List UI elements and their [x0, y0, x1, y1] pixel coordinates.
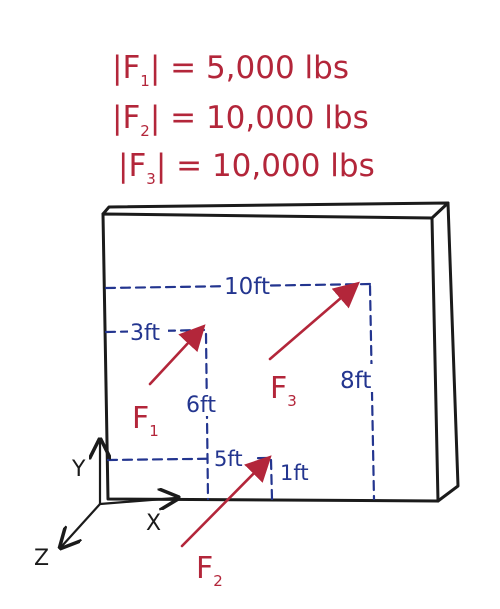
force-label-f2: F2: [196, 551, 223, 590]
block-side-edge: [436, 201, 460, 503]
axis-labels: Y X Z: [34, 457, 161, 571]
force-vectors: [148, 281, 360, 548]
force-labels: F1 F2 F3: [132, 371, 297, 590]
label-10ft: 10ft: [224, 274, 270, 300]
dimension-labels: 10ft 3ft 6ft 8ft 5ft 1ft: [128, 272, 386, 485]
magnitude-f1: |F1| = 5,000 lbs: [112, 50, 349, 90]
label-1ft: 1ft: [280, 461, 309, 485]
force-arrow-f3: [268, 281, 360, 361]
label-3ft: 3ft: [130, 321, 160, 346]
force-arrow-f2: [180, 455, 272, 548]
axis-label-z: Z: [34, 546, 49, 571]
axis-label-y: Y: [71, 457, 86, 482]
block-top-edge: [101, 201, 450, 220]
magnitude-f3: |F3| = 10,000 lbs: [118, 148, 375, 188]
label-5ft: 5ft: [214, 447, 243, 471]
block-outline: [101, 201, 460, 503]
magnitude-f2: |F2| = 10,000 lbs: [112, 100, 369, 140]
x-axis-arrow: [98, 498, 176, 504]
dim-line-8ft: [368, 284, 376, 501]
axis-label-x: X: [146, 511, 161, 536]
force-label-f1: F1: [132, 401, 159, 440]
dim-line-1ft: [269, 458, 274, 501]
force-arrow-f1: [148, 324, 206, 386]
label-6ft: 6ft: [186, 393, 216, 418]
z-axis-arrow: [62, 502, 102, 546]
coordinate-axes: [62, 442, 176, 546]
dim-line-10ft: [104, 282, 374, 290]
magnitude-list: |F1| = 5,000 lbs |F2| = 10,000 lbs |F3| …: [112, 50, 375, 188]
label-8ft: 8ft: [340, 368, 371, 394]
force-label-f3: F3: [270, 371, 297, 410]
dim-line-6ft: [204, 332, 210, 501]
